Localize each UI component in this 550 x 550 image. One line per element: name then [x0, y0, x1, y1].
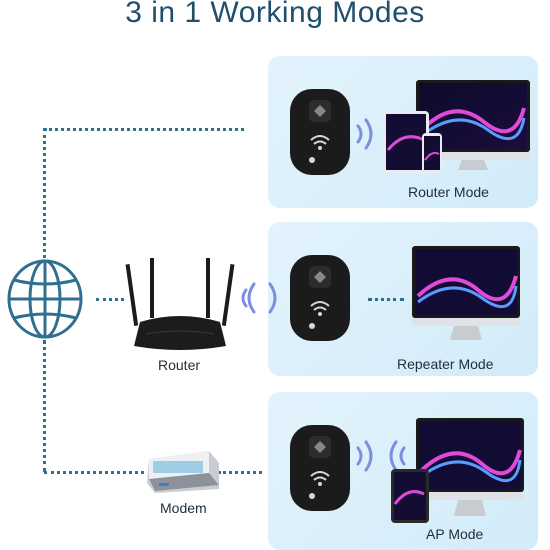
- wifi-signal-icon: [356, 440, 406, 472]
- monitor-icon: [416, 418, 524, 516]
- globe-icon: [7, 259, 83, 339]
- extender-icon: [290, 89, 350, 175]
- connector-router: [96, 298, 124, 301]
- monitor-icon: [412, 246, 520, 340]
- phone-icon: [422, 133, 442, 173]
- extender-icon: [290, 425, 350, 511]
- connector-top: [44, 128, 244, 131]
- router-label: Router: [158, 357, 201, 373]
- tablet-icon: [383, 111, 429, 173]
- page-title: 3 in 1 Working Modes: [125, 0, 425, 29]
- connector-left-lower: [43, 340, 46, 472]
- router-icon: [125, 258, 235, 350]
- ap-mode-label: AP Mode: [426, 526, 484, 542]
- modem-label: Modem: [160, 500, 207, 516]
- connector-modem: [218, 471, 262, 474]
- wifi-signal-icon: [268, 282, 277, 314]
- wifi-signal-icon: [356, 118, 373, 150]
- connector-bottom: [44, 471, 144, 474]
- repeater-mode-label: Repeater Mode: [397, 356, 494, 372]
- wifi-signal-icon: [241, 282, 256, 314]
- connector-left-upper: [43, 128, 46, 258]
- extender-icon: [290, 255, 350, 341]
- connector-repeater: [368, 298, 404, 301]
- tablet-icon: [391, 469, 429, 523]
- router-mode-label: Router Mode: [408, 184, 489, 200]
- modem-icon: [147, 451, 219, 493]
